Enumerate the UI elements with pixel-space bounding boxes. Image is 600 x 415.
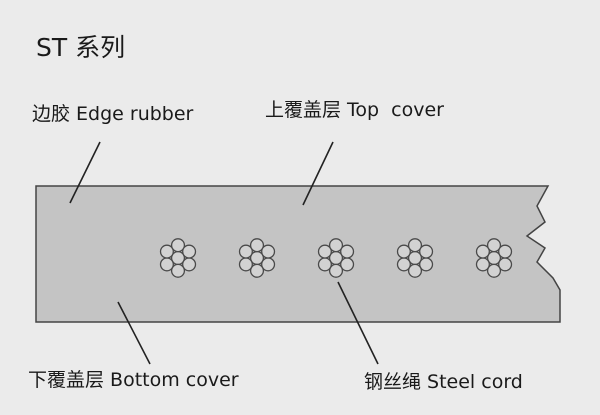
steel-cord xyxy=(396,238,434,278)
cord-strand xyxy=(159,257,174,272)
cord-strand xyxy=(317,257,332,272)
bottom-cover-leader-line xyxy=(117,301,151,365)
cord-strand xyxy=(261,244,276,259)
diagram-title: ST 系列 xyxy=(36,33,125,62)
cord-strand xyxy=(317,244,332,259)
steel-cord xyxy=(238,238,276,278)
edge-rubber-leader-line xyxy=(69,141,101,204)
top-cover-leader-line xyxy=(302,141,334,206)
edge-rubber-label: 边胶 Edge rubber xyxy=(32,103,194,125)
cord-strand xyxy=(328,263,344,278)
cord-strand xyxy=(238,257,253,272)
steel-cord-label: 钢丝绳 Steel cord xyxy=(364,371,523,393)
cord-strand xyxy=(486,238,502,253)
cord-strand xyxy=(249,238,265,253)
cord-strand xyxy=(396,244,411,259)
steel-cord xyxy=(317,238,355,278)
cord-strand xyxy=(249,263,265,278)
cord-strand xyxy=(498,244,513,259)
cord-strand xyxy=(396,257,411,272)
cord-strand xyxy=(182,244,197,259)
cord-strand xyxy=(328,238,344,253)
cord-strand xyxy=(407,238,423,253)
belt-body xyxy=(35,185,561,323)
steel-cord xyxy=(159,238,197,278)
cord-strand xyxy=(238,244,253,259)
cord-strand xyxy=(419,244,434,259)
cord-strand xyxy=(407,263,423,278)
steel-cord xyxy=(475,238,513,278)
steel-cord-leader-line xyxy=(337,281,379,365)
cord-strand xyxy=(159,244,174,259)
top-cover-label: 上覆盖层 Top cover xyxy=(265,99,444,121)
cord-strand xyxy=(475,244,490,259)
steel-cords-group xyxy=(159,238,513,278)
cord-strand xyxy=(340,244,355,259)
cord-strand xyxy=(170,238,186,253)
cord-strand xyxy=(486,263,502,278)
cord-strand xyxy=(170,263,186,278)
cord-strand xyxy=(475,257,490,272)
bottom-cover-label: 下覆盖层 Bottom cover xyxy=(28,369,239,391)
